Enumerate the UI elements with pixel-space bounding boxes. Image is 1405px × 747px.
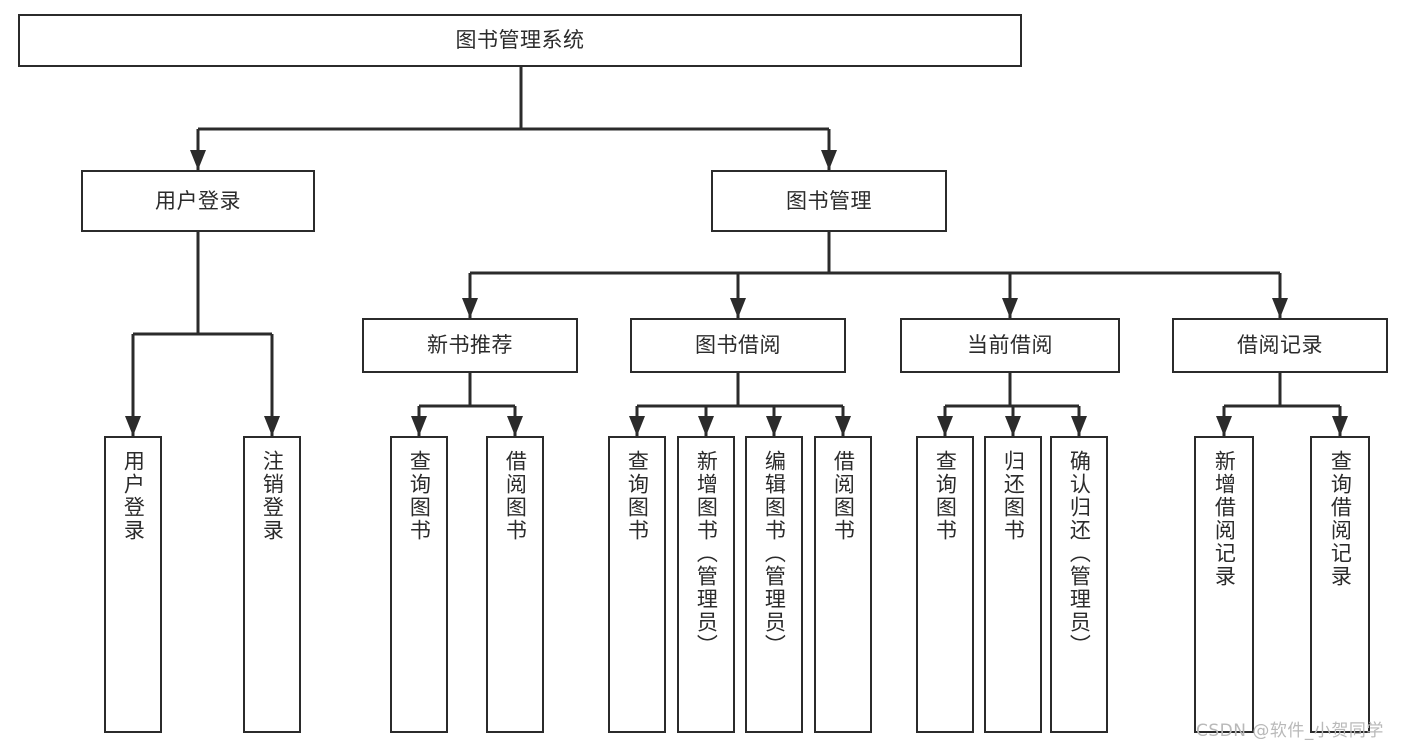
arrow-icon-new-book-rec — [462, 298, 478, 318]
node-label: 归还图书 — [1001, 450, 1026, 542]
node-label: 查询图书 — [407, 450, 432, 542]
arrow-icon-leaf-return-book — [1005, 416, 1021, 436]
node-current-borrow[interactable]: 当前借阅 — [900, 318, 1120, 373]
node-book-manage[interactable]: 图书管理 — [711, 170, 947, 232]
node-label: 借阅图书 — [503, 450, 528, 542]
node-leaf-add-book[interactable]: 新增图书（管理员） — [677, 436, 735, 733]
node-leaf-user-login[interactable]: 用户登录 — [104, 436, 162, 733]
node-label: 查询图书 — [933, 450, 958, 542]
arrow-icon-borrow-record — [1272, 298, 1288, 318]
arrow-icon-book-manage — [821, 150, 837, 170]
arrow-icon-leaf-add-record — [1216, 416, 1232, 436]
node-leaf-borrow-book-2[interactable]: 借阅图书 — [814, 436, 872, 733]
arrow-icon-leaf-query-record — [1332, 416, 1348, 436]
node-label: 当前借阅 — [967, 333, 1053, 358]
node-label: 新书推荐 — [427, 333, 513, 358]
node-leaf-return-book[interactable]: 归还图书 — [984, 436, 1042, 733]
arrow-icon-book-borrow — [730, 298, 746, 318]
node-label: 图书管理系统 — [455, 28, 585, 53]
arrow-icon-current-borrow — [1002, 298, 1018, 318]
node-leaf-logout[interactable]: 注销登录 — [243, 436, 301, 733]
node-label: 注销登录 — [260, 450, 285, 542]
node-label: 用户登录 — [121, 450, 146, 542]
node-leaf-query-book-3[interactable]: 查询图书 — [916, 436, 974, 733]
arrow-icon-leaf-add-book — [698, 416, 714, 436]
node-leaf-query-book-1[interactable]: 查询图书 — [390, 436, 448, 733]
node-label: 图书管理 — [786, 188, 872, 213]
arrow-icon-leaf-query-book-1 — [411, 416, 427, 436]
arrow-icon-leaf-logout — [264, 416, 280, 436]
node-label: 用户登录 — [155, 188, 241, 213]
node-borrow-record[interactable]: 借阅记录 — [1172, 318, 1388, 373]
node-label: 编辑图书（管理员） — [762, 450, 787, 657]
node-book-borrow[interactable]: 图书借阅 — [630, 318, 846, 373]
node-leaf-confirm-return[interactable]: 确认归还（管理员） — [1050, 436, 1108, 733]
node-label: 查询图书 — [625, 450, 650, 542]
node-leaf-query-record[interactable]: 查询借阅记录 — [1310, 436, 1370, 733]
arrow-icon-leaf-edit-book — [766, 416, 782, 436]
arrow-icon-leaf-borrow-book-1 — [507, 416, 523, 436]
node-label: 新增借阅记录 — [1212, 450, 1237, 588]
arrow-icon-leaf-query-book-2 — [629, 416, 645, 436]
arrow-icon-user-login — [190, 150, 206, 170]
watermark-label: CSDN @软件_小贺同学 — [1196, 721, 1384, 741]
edge-group-container — [125, 67, 1348, 436]
node-new-book-rec[interactable]: 新书推荐 — [362, 318, 578, 373]
node-label: 借阅图书 — [831, 450, 856, 542]
arrow-icon-leaf-query-book-3 — [937, 416, 953, 436]
node-leaf-query-book-2[interactable]: 查询图书 — [608, 436, 666, 733]
node-leaf-borrow-book-1[interactable]: 借阅图书 — [486, 436, 544, 733]
node-root[interactable]: 图书管理系统 — [18, 14, 1022, 67]
node-user-login[interactable]: 用户登录 — [81, 170, 315, 232]
node-label: 图书借阅 — [695, 333, 781, 358]
node-label: 借阅记录 — [1237, 333, 1323, 358]
node-leaf-edit-book[interactable]: 编辑图书（管理员） — [745, 436, 803, 733]
node-label: 查询借阅记录 — [1328, 450, 1353, 588]
arrow-icon-leaf-confirm-return — [1071, 416, 1087, 436]
node-leaf-add-record[interactable]: 新增借阅记录 — [1194, 436, 1254, 733]
node-label: 新增图书（管理员） — [694, 450, 719, 657]
node-label: 确认归还（管理员） — [1067, 450, 1092, 657]
arrow-icon-leaf-user-login — [125, 416, 141, 436]
arrow-icon-leaf-borrow-book-2 — [835, 416, 851, 436]
